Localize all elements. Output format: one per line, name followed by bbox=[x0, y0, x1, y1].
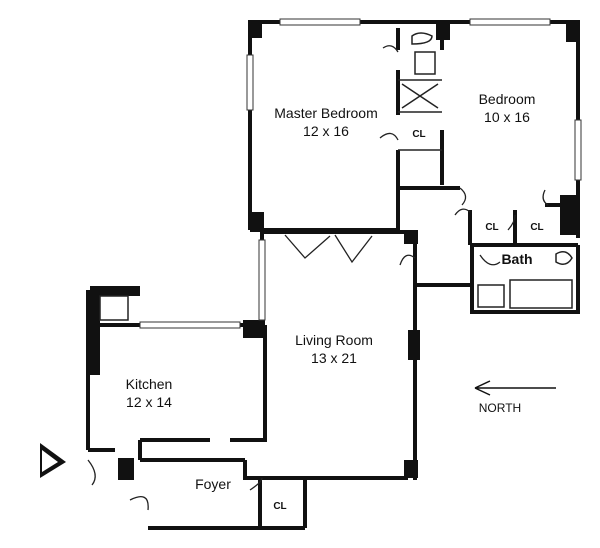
kitchen-dims: 12 x 14 bbox=[126, 394, 172, 410]
kitchen-label: Kitchen 12 x 14 bbox=[126, 376, 173, 410]
living-room-dims: 13 x 21 bbox=[311, 350, 357, 366]
tub-master bbox=[414, 51, 436, 75]
living-room-walls bbox=[260, 230, 472, 480]
north-indicator: NORTH bbox=[474, 380, 556, 415]
living-room-name: Living Room bbox=[295, 332, 373, 348]
bedroom-label: Bedroom 10 x 16 bbox=[479, 91, 536, 125]
kitchen-name: Kitchen bbox=[126, 376, 173, 392]
master-bedroom-dims: 12 x 16 bbox=[303, 123, 349, 139]
north-label: NORTH bbox=[479, 401, 521, 415]
toilet-master bbox=[411, 32, 433, 45]
kitchen-shaft bbox=[99, 295, 129, 321]
window-kitchen bbox=[139, 321, 241, 329]
bath-fixtures bbox=[401, 32, 573, 309]
bath-name: Bath bbox=[501, 251, 532, 267]
living-room-label: Living Room 13 x 21 bbox=[295, 332, 373, 366]
closet-master-label: CL bbox=[412, 129, 425, 140]
bedroom-name: Bedroom bbox=[479, 91, 536, 107]
master-bedroom-name: Master Bedroom bbox=[274, 105, 377, 121]
french-doors bbox=[284, 234, 373, 264]
window-living bbox=[258, 239, 266, 321]
toilet bbox=[555, 251, 573, 265]
windows-top bbox=[246, 18, 582, 181]
foyer-walls bbox=[140, 458, 408, 530]
closet-foyer-label: CL bbox=[273, 501, 286, 512]
sink bbox=[477, 284, 505, 308]
master-bedroom-label: Master Bedroom 12 x 16 bbox=[274, 105, 377, 139]
shower-master bbox=[401, 83, 439, 109]
north-arrow-icon bbox=[474, 380, 556, 396]
doors bbox=[87, 45, 549, 511]
kitchen-walls bbox=[86, 290, 265, 460]
closet-hall-2-label: CL bbox=[530, 222, 543, 233]
bedroom-dims: 10 x 16 bbox=[484, 109, 530, 125]
bathtub bbox=[509, 279, 573, 309]
foyer-name: Foyer bbox=[195, 476, 231, 492]
closet-hall-1-label: CL bbox=[485, 222, 498, 233]
